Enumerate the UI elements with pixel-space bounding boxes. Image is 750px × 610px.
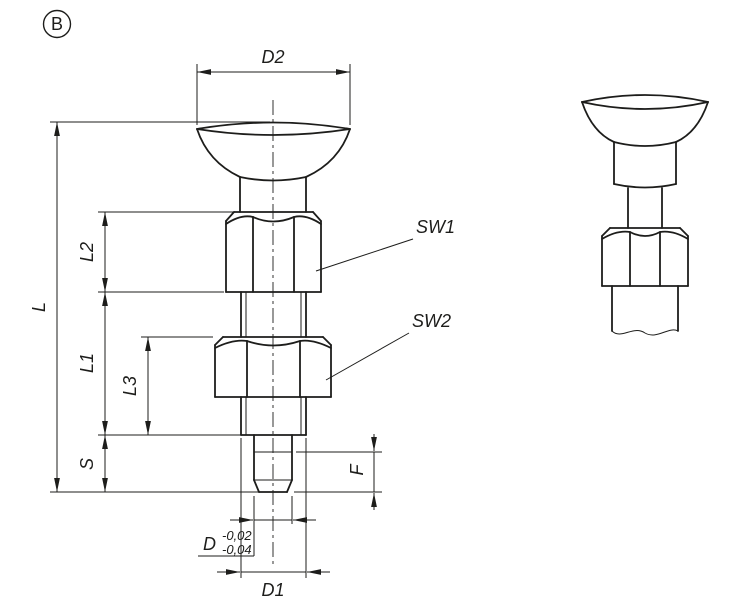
label-s: S [77,458,97,470]
dimension-d1: D1 [217,438,330,600]
side-view [581,94,709,336]
hex-section-sw1 [225,211,322,293]
label-d: D [203,534,216,554]
label-d2: D2 [261,47,284,67]
main-view [196,100,351,566]
callout-sw2: SW2 [325,311,451,381]
label-f: F [347,464,367,476]
dimension-d: D -0,02 -0,04 [198,496,316,557]
label-d-tol-upper: -0,02 [222,528,252,543]
label-sw1: SW1 [416,217,455,237]
plunger-pin [253,434,293,493]
break-line [611,329,679,336]
dimension-l3: L3 [120,336,213,435]
dimension-d2: D2 [196,47,351,125]
callout-sw1: SW1 [315,217,455,272]
dimension-l: L [29,121,270,493]
variant-badge-circle [42,9,72,39]
dimension-f: F [294,434,382,510]
label-l3: L3 [120,376,140,396]
dimension-s: S [77,435,108,492]
knob-outline [196,121,351,213]
label-l2: L2 [77,242,97,262]
dimension-l2: L2 [77,211,238,293]
lock-nut-sw2 [214,336,332,398]
label-sw2: SW2 [412,311,451,331]
label-d1: D1 [261,580,284,600]
label-l1: L1 [77,353,97,373]
variant-badge-label: B [51,14,63,34]
label-l: L [29,302,49,312]
label-d-tol-lower: -0,04 [222,542,252,557]
variant-badge: B [42,9,72,39]
threaded-section [240,291,307,436]
dimension-l1: L1 [77,292,250,436]
